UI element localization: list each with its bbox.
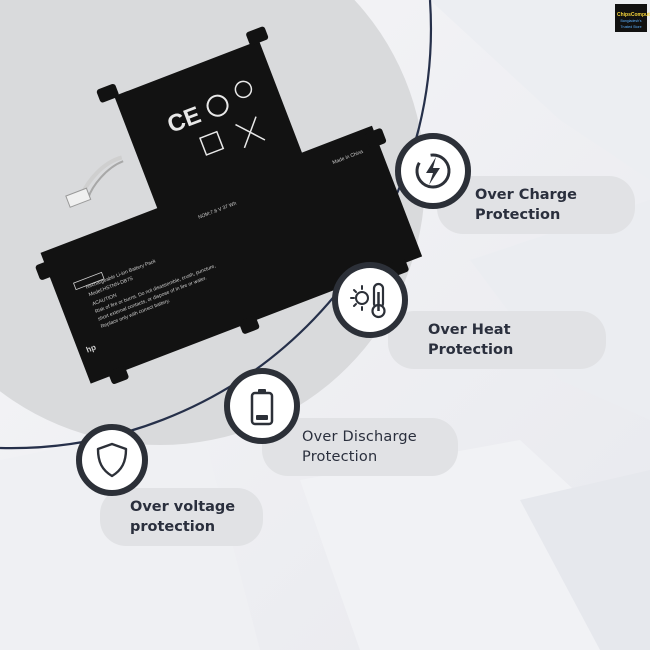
feature-title: Over Charge	[475, 187, 577, 203]
feature-icon-circle	[76, 424, 148, 496]
svg-text:hp: hp	[85, 343, 97, 355]
feature-pill-over-charge: Over Charge Protection	[437, 176, 635, 234]
feature-pill-over-heat: Over Heat Protection	[388, 311, 606, 369]
lightning-bolt-icon	[415, 153, 451, 189]
thermometer-sun-icon	[350, 282, 386, 319]
feature-title: Over Heat	[428, 322, 511, 338]
feature-pill-over-discharge: Over Discharge Protection	[262, 418, 458, 476]
feature-title: Over Discharge	[302, 429, 417, 445]
feature-icon-circle	[224, 368, 300, 444]
feature-subtitle: Protection	[302, 449, 378, 465]
brand-tagline: Bangladesh's Trusted Store	[620, 19, 642, 29]
brand-logo: ChipsComputer Bangladesh's Trusted Store	[615, 4, 650, 32]
brand-name: ChipsComputer	[617, 12, 650, 18]
feature-icon-circle	[395, 133, 471, 209]
feature-icon-circle	[332, 262, 408, 338]
shield-icon	[96, 442, 128, 478]
feature-subtitle: Protection	[428, 342, 514, 358]
feature-title: Over voltage	[130, 499, 236, 515]
feature-pill-over-voltage: Over voltage protection	[100, 488, 263, 546]
feature-subtitle: protection	[130, 519, 216, 535]
feature-subtitle: Protection	[475, 207, 561, 223]
battery-icon	[250, 389, 274, 426]
